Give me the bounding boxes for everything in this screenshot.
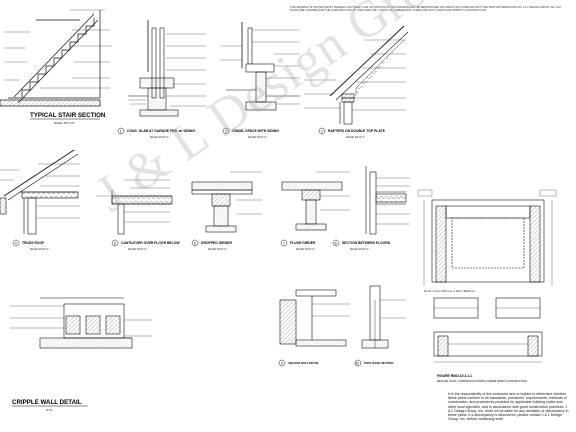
- detail-number-marker: [117, 127, 125, 135]
- detail-number: 2: [225, 130, 227, 134]
- crawl-space-drawing: [220, 22, 300, 111]
- cripple-wall-drawing: [10, 297, 152, 349]
- detail-number-marker: [332, 239, 340, 247]
- detail-number-marker: [280, 239, 288, 247]
- detail-scale: SCALE: 3/4"=1'-0": [54, 122, 75, 125]
- copyright-notice: THIS DRAWING IS PROTECTED BY FEDERAL COP…: [290, 6, 562, 13]
- detail-number: 1: [120, 130, 122, 134]
- conc-slab-drawing: [128, 20, 206, 117]
- detail-title: CRAWL SPACE WITH SIDING: [232, 129, 279, 133]
- detail-number-marker: [278, 359, 286, 367]
- stair-section-drawing: [0, 9, 112, 107]
- detail-title: CONC. SLAB AT GARAGE FND. w/ SIDING: [127, 129, 195, 133]
- detail-number-marker: [354, 359, 362, 367]
- detail-number: 5: [114, 242, 116, 246]
- detail-title: CRIPPLE WALL DETAIL: [12, 399, 82, 406]
- detail-scale: N.T.S.: [46, 409, 53, 412]
- footer-note: It is the responsibility of the contract…: [448, 392, 569, 422]
- detail-title: SECTION BETWEEN FLOORS: [342, 241, 391, 245]
- between-floors-drawing: [365, 166, 410, 235]
- detail-number: 4: [15, 242, 17, 246]
- detail-title: FLUSH GIRDER: [290, 241, 316, 245]
- detail-scale: SCALE: 3/4"=1'-0": [350, 248, 369, 251]
- detail-title: ANCHOR BOLT DETAIL: [288, 361, 319, 365]
- figure-note: For SI: 1 inch = 25.4 mm, 1 foot = 304.8…: [424, 289, 476, 293]
- detail-number-marker: [191, 239, 199, 247]
- figure-caption: FIGURE R602.10.4.1.1: [437, 374, 472, 378]
- detail-number-marker: [222, 127, 230, 135]
- detail-title: DROPPED GIRDER: [201, 241, 232, 245]
- rafters-drawing: [304, 25, 409, 125]
- anchor-drawing: [279, 285, 406, 349]
- truss-roof-drawing: [0, 149, 80, 235]
- detail-title: TRUSS ROOF: [22, 241, 44, 245]
- detail-number-marker: [318, 127, 326, 135]
- detail-number: 9: [281, 362, 283, 366]
- detail-number-marker: [12, 239, 20, 247]
- dropped-girder-drawing: [191, 171, 262, 233]
- detail-title: CANTILEVER OVER FLOOR BELOW: [121, 241, 180, 245]
- detail-scale: SCALE: 3/4"=1'-0": [248, 136, 267, 139]
- portal-frame-figure: [417, 189, 557, 363]
- detail-scale: SCALE: 3/4"=1'-0": [128, 248, 147, 251]
- detail-scale: SCALE: 3/4"=1'-0": [346, 136, 365, 139]
- figure-subcaption: METHOD CS-PF: CONTINUOUS PORTAL FRAME PA…: [437, 379, 527, 383]
- detail-number: 8: [335, 242, 337, 246]
- flush-girder-drawing: [281, 171, 350, 231]
- detail-title: RAFTERS ON DOUBLE TOP PLATE: [328, 129, 386, 133]
- detail-number: 7: [283, 242, 285, 246]
- detail-title: POST BASE SECTION: [364, 361, 393, 365]
- detail-scale: SCALE: 3/4"=1'-0": [30, 248, 49, 251]
- detail-scale: SCALE: 3/4"=1'-0": [150, 136, 169, 139]
- cantilever-drawing: [96, 179, 173, 235]
- detail-number: 3: [321, 130, 323, 134]
- detail-number-marker: [111, 239, 119, 247]
- detail-number: 10: [355, 362, 359, 366]
- detail-title: TYPICAL STAIR SECTION: [30, 112, 106, 119]
- detail-number: 6: [194, 242, 196, 246]
- detail-scale: SCALE: 3/4"=1'-0": [296, 248, 315, 251]
- detail-scale: SCALE: 3/4"=1'-0": [208, 248, 227, 251]
